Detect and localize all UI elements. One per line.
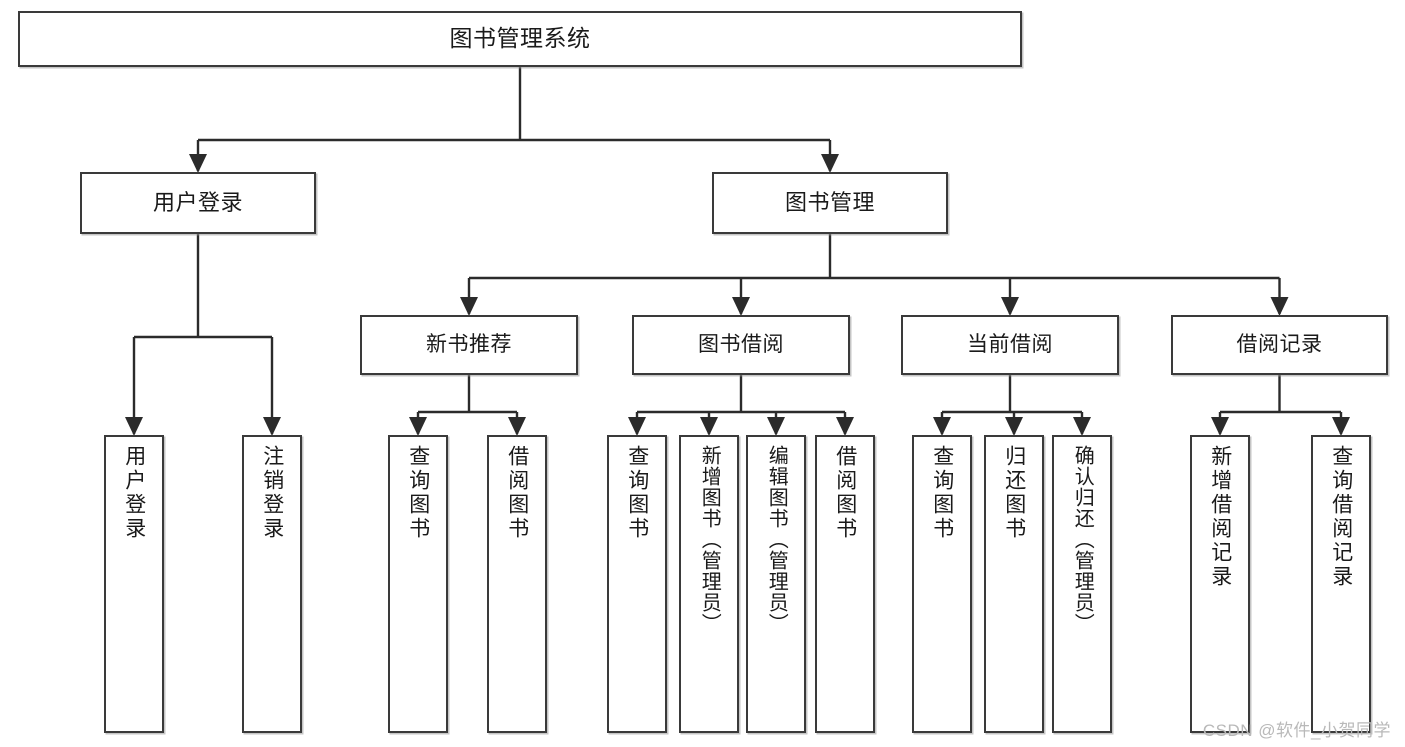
arrowhead-new-book-rec — [460, 297, 478, 316]
node-leaf-confirm-return[interactable]: 确认归还（管理员） — [1052, 435, 1112, 733]
arrowhead-borrow-record — [1270, 297, 1289, 316]
node-label-leaf-confirm-return: 确认归还（管理员） — [1071, 445, 1094, 634]
node-label-leaf-logout: 注销登录 — [260, 445, 284, 541]
node-leaf-add-record[interactable]: 新增借阅记录 — [1190, 435, 1250, 733]
arrowhead-leaf-borrow-book-1 — [508, 417, 526, 436]
arrowhead-book-borrow — [732, 297, 750, 316]
node-label-leaf-user-login: 用户登录 — [122, 445, 146, 541]
node-label-leaf-query-book-2: 查询图书 — [625, 445, 649, 541]
node-root[interactable]: 图书管理系统 — [18, 11, 1022, 67]
node-book-borrow[interactable]: 图书借阅 — [632, 315, 850, 375]
node-label-user-login: 用户登录 — [152, 189, 243, 215]
node-label-leaf-borrow-book-1: 借阅图书 — [505, 445, 529, 541]
node-leaf-borrow-book-1[interactable]: 借阅图书 — [487, 435, 547, 733]
node-new-book-rec[interactable]: 新书推荐 — [360, 315, 578, 375]
arrowhead-leaf-query-record — [1332, 417, 1350, 436]
node-label-leaf-query-record: 查询借阅记录 — [1329, 445, 1353, 589]
node-label-book-borrow: 图书借阅 — [698, 333, 784, 357]
arrowhead-leaf-confirm-return — [1073, 417, 1091, 436]
arrowhead-leaf-add-book — [700, 417, 718, 436]
node-leaf-query-book-2[interactable]: 查询图书 — [607, 435, 667, 733]
arrowhead-leaf-query-book-1 — [409, 417, 427, 436]
node-leaf-query-book-1[interactable]: 查询图书 — [388, 435, 448, 733]
node-label-leaf-return-book: 归还图书 — [1002, 445, 1026, 541]
node-label-leaf-add-record: 新增借阅记录 — [1208, 445, 1232, 589]
node-book-manage[interactable]: 图书管理 — [712, 172, 948, 234]
node-label-leaf-query-book-3: 查询图书 — [930, 445, 954, 541]
node-borrow-record[interactable]: 借阅记录 — [1171, 315, 1388, 375]
arrowhead-user-login — [189, 154, 207, 173]
node-current-borrow[interactable]: 当前借阅 — [901, 315, 1119, 375]
node-label-current-borrow: 当前借阅 — [967, 333, 1053, 357]
node-leaf-edit-book[interactable]: 编辑图书（管理员） — [746, 435, 806, 733]
arrowhead-leaf-logout — [263, 417, 281, 436]
node-label-book-manage: 图书管理 — [784, 189, 875, 215]
node-label-root: 图书管理系统 — [449, 25, 591, 52]
node-leaf-borrow-book-2[interactable]: 借阅图书 — [815, 435, 875, 733]
arrowhead-leaf-edit-book — [767, 417, 785, 436]
node-label-new-book-rec: 新书推荐 — [426, 333, 512, 357]
node-leaf-return-book[interactable]: 归还图书 — [984, 435, 1044, 733]
arrowhead-leaf-add-record — [1211, 417, 1229, 436]
node-leaf-logout[interactable]: 注销登录 — [242, 435, 302, 733]
arrowhead-leaf-query-book-3 — [933, 417, 951, 436]
node-leaf-query-record[interactable]: 查询借阅记录 — [1311, 435, 1371, 733]
node-label-leaf-query-book-1: 查询图书 — [406, 445, 430, 541]
arrowhead-current-borrow — [1001, 297, 1019, 316]
arrowhead-leaf-query-book-2 — [628, 417, 646, 436]
node-label-leaf-borrow-book-2: 借阅图书 — [833, 445, 857, 541]
node-label-borrow-record: 借阅记录 — [1236, 333, 1323, 357]
watermark-label: CSDN @软件_小贺同学 — [1202, 721, 1391, 740]
node-leaf-query-book-3[interactable]: 查询图书 — [912, 435, 972, 733]
arrowhead-leaf-borrow-book-2 — [836, 417, 854, 436]
arrowhead-leaf-return-book — [1005, 417, 1023, 436]
node-leaf-add-book[interactable]: 新增图书（管理员） — [679, 435, 739, 733]
node-user-login[interactable]: 用户登录 — [80, 172, 316, 234]
arrowhead-leaf-user-login — [125, 417, 143, 436]
node-label-leaf-edit-book: 编辑图书（管理员） — [765, 445, 788, 634]
node-label-leaf-add-book: 新增图书（管理员） — [698, 445, 721, 634]
arrowhead-book-manage — [821, 154, 839, 173]
node-leaf-user-login[interactable]: 用户登录 — [104, 435, 164, 733]
